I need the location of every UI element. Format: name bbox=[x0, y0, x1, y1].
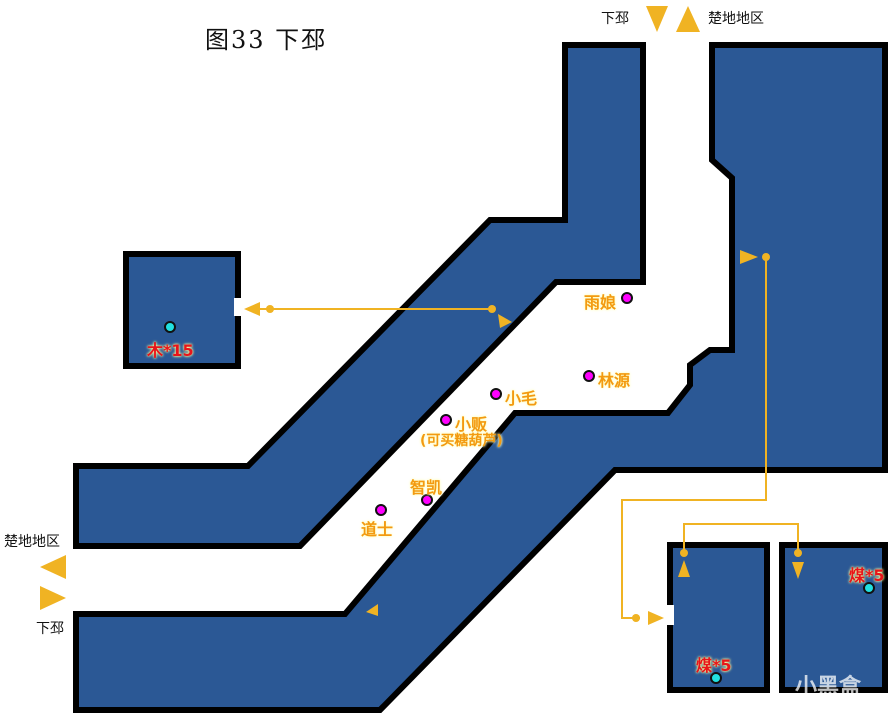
arrow-icon bbox=[366, 604, 378, 616]
item-marker[interactable] bbox=[863, 582, 875, 594]
wall-lower-band bbox=[73, 42, 888, 713]
npc-marker[interactable] bbox=[490, 388, 502, 400]
watermark: 小黑盒 bbox=[795, 675, 862, 700]
item-label: 煤*5 bbox=[696, 656, 732, 675]
arrow-icon bbox=[244, 302, 260, 316]
arrow-icon bbox=[648, 611, 664, 625]
npc-label: 道士 bbox=[361, 520, 394, 539]
npc-label: 智凯 bbox=[410, 478, 443, 497]
exit-label: 下邳 bbox=[36, 621, 64, 637]
wall-upper-band bbox=[73, 42, 646, 549]
item-label: 煤*5 bbox=[849, 566, 885, 585]
item-label: 木*15 bbox=[147, 341, 194, 360]
npc-label: 小毛 bbox=[505, 389, 538, 408]
npc-marker[interactable] bbox=[583, 370, 595, 382]
item-marker[interactable] bbox=[710, 672, 722, 684]
exit-label: 楚地地区 bbox=[4, 534, 60, 550]
room-top-left bbox=[123, 251, 241, 369]
arrow-down-icon bbox=[792, 562, 804, 579]
npc-label: 小贩 bbox=[455, 415, 488, 434]
exit-label: 楚地地区 bbox=[708, 11, 764, 27]
exit-label: 下邳 bbox=[601, 11, 629, 27]
arrow-icon bbox=[740, 250, 758, 264]
npc-note: (可买糖葫芦) bbox=[420, 433, 503, 449]
arrow-up-icon bbox=[678, 560, 690, 577]
exit-arrow-left-icon bbox=[40, 555, 66, 579]
npc-marker[interactable] bbox=[421, 494, 433, 506]
exit-arrow-up-icon bbox=[676, 6, 700, 32]
exit-arrow-down-icon bbox=[646, 6, 668, 32]
item-marker[interactable] bbox=[164, 321, 176, 333]
npc-marker[interactable] bbox=[440, 414, 452, 426]
npc-label: 林源 bbox=[598, 371, 631, 390]
arrow-icon bbox=[498, 314, 512, 328]
path-lines bbox=[255, 257, 799, 619]
map-title: 图33 下邳 bbox=[205, 26, 328, 54]
npc-marker[interactable] bbox=[375, 504, 387, 516]
npc-label: 雨娘 bbox=[584, 293, 617, 312]
exit-arrow-right-icon bbox=[40, 586, 66, 610]
npc-marker[interactable] bbox=[621, 292, 633, 304]
